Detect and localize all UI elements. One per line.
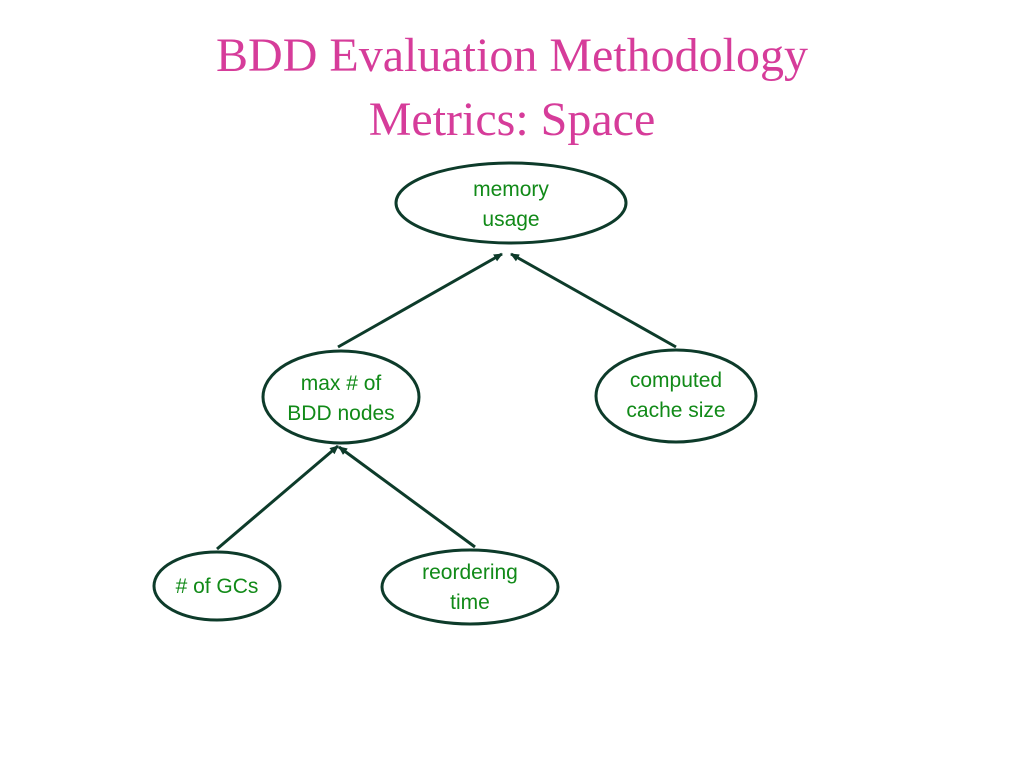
node-memory-usage-line-2: usage: [482, 208, 540, 231]
node-reordering-time: reordering time: [395, 558, 545, 618]
node-computed-cache-size-ellipse: [594, 348, 758, 444]
slide-title-line-1: BDD Evaluation Methodology: [216, 29, 808, 82]
node-memory-usage: memory usage: [441, 175, 581, 235]
node-max-bdd-nodes-line-1: max # of: [300, 372, 382, 395]
node-max-bdd-nodes-ellipse: [261, 349, 421, 445]
node-max-bdd-nodes: max # of BDD nodes: [266, 369, 416, 429]
node-max-bdd-nodes-line-2: BDD nodes: [287, 402, 395, 425]
node-num-gcs-ellipse: [152, 550, 282, 622]
slide-title-line-2: Metrics: Space: [368, 93, 656, 146]
edge-num-gcs-to-max-bdd-nodes: [216, 444, 339, 551]
node-num-gcs: # of GCs: [157, 572, 277, 602]
node-computed-cache-size: computed cache size: [596, 366, 756, 426]
node-memory-usage-line-1: memory: [473, 178, 549, 201]
node-reordering-time-ellipse: [380, 548, 560, 626]
node-num-gcs-line-1: # of GCs: [175, 575, 259, 598]
edge-reordering-time-to-max-bdd-nodes: [338, 445, 476, 549]
node-memory-usage-ellipse: [394, 161, 628, 245]
edge-computed-cache-size-to-memory-usage: [510, 252, 677, 349]
node-reordering-time-line-2: time: [450, 591, 490, 614]
edge-max-bdd-nodes-to-memory-usage: [337, 252, 503, 349]
node-computed-cache-size-line-1: computed: [629, 369, 723, 392]
node-computed-cache-size-line-2: cache size: [626, 399, 726, 422]
node-reordering-time-line-1: reordering: [422, 561, 518, 584]
